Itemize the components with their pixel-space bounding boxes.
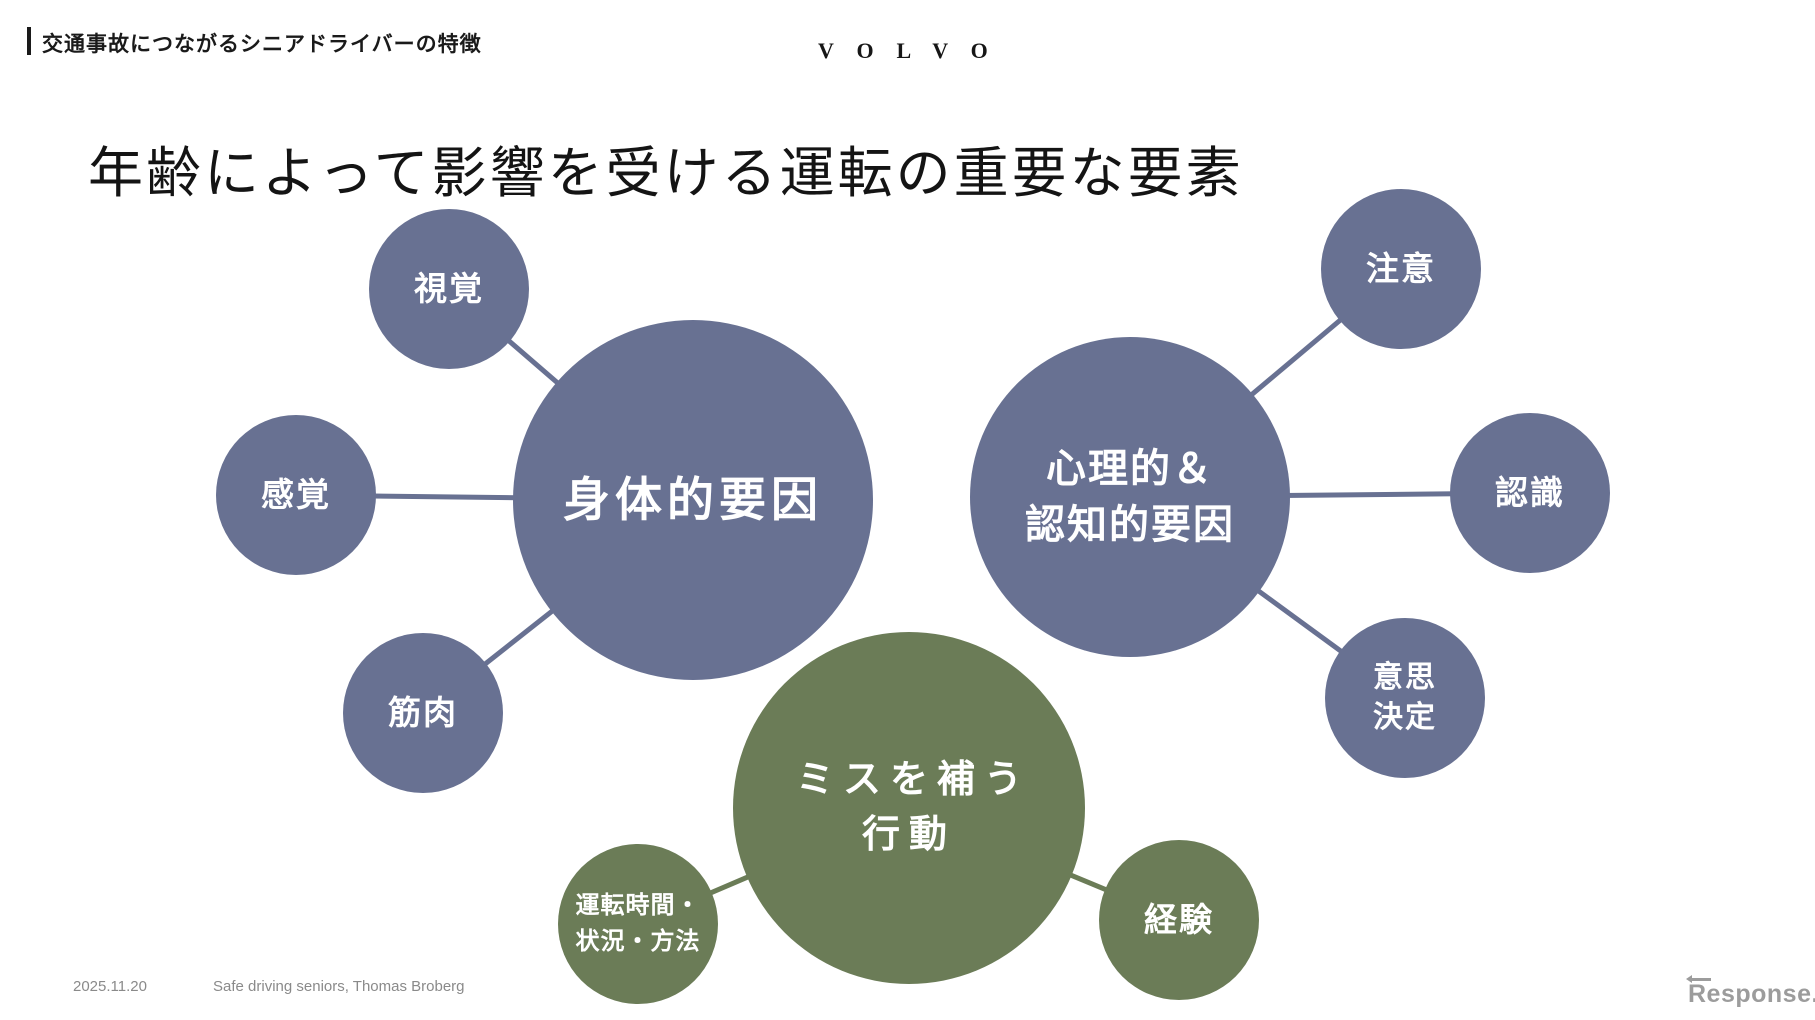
response-watermark-logo: Response. [1686, 975, 1815, 1008]
bubble-driving-time-situation-method: 運転時間・ 状況・方法 [558, 844, 718, 1004]
bubble-error-compensating-behavior: ミスを補う 行動 [733, 632, 1085, 984]
bubble-label: 意思 決定 [1373, 660, 1437, 735]
header-accent-bar [27, 27, 31, 55]
bubble-label: 心理的＆ 認知的要因 [1025, 447, 1235, 547]
bubble-muscle: 筋肉 [343, 633, 503, 793]
volvo-logo: VOLVO [818, 38, 1011, 63]
bubble-label: 注意 [1366, 249, 1436, 287]
bubble-vision: 視覚 [369, 209, 529, 369]
bubble-physical-factors: 身体的要因 [513, 320, 873, 680]
bubble-label: 身体的要因 [563, 473, 823, 527]
response-logo-text: Response. [1688, 980, 1815, 1008]
bubble-label: ミスを補う 行動 [795, 758, 1031, 856]
bubble-label: 視覚 [414, 269, 484, 307]
bubble-psychological-cognitive-factors: 心理的＆ 認知的要因 [970, 337, 1290, 657]
bubble-decision-making: 意思 決定 [1325, 618, 1485, 778]
bubble-label: 認識 [1495, 473, 1565, 511]
bubble-sensation: 感覚 [216, 415, 376, 575]
bubble-attention: 注意 [1321, 189, 1481, 349]
bubble-label: 筋肉 [388, 693, 458, 731]
bubble-label: 運転時間・ 状況・方法 [575, 892, 701, 955]
header-section-title: 交通事故につながるシニアドライバーの特徴 [42, 33, 482, 56]
footer-date: 2025.11.20 [73, 978, 147, 995]
bubble-experience: 経験 [1099, 840, 1259, 1000]
bubble-label: 経験 [1144, 900, 1214, 938]
bubble-label: 感覚 [261, 475, 331, 513]
footer-source: Safe driving seniors, Thomas Broberg [213, 978, 465, 995]
response-arrow-icon [1686, 975, 1711, 983]
slide-title: 年齢によって影響を受ける運転の重要な要素 [88, 142, 1244, 204]
bubble-recognition: 認識 [1450, 413, 1610, 573]
